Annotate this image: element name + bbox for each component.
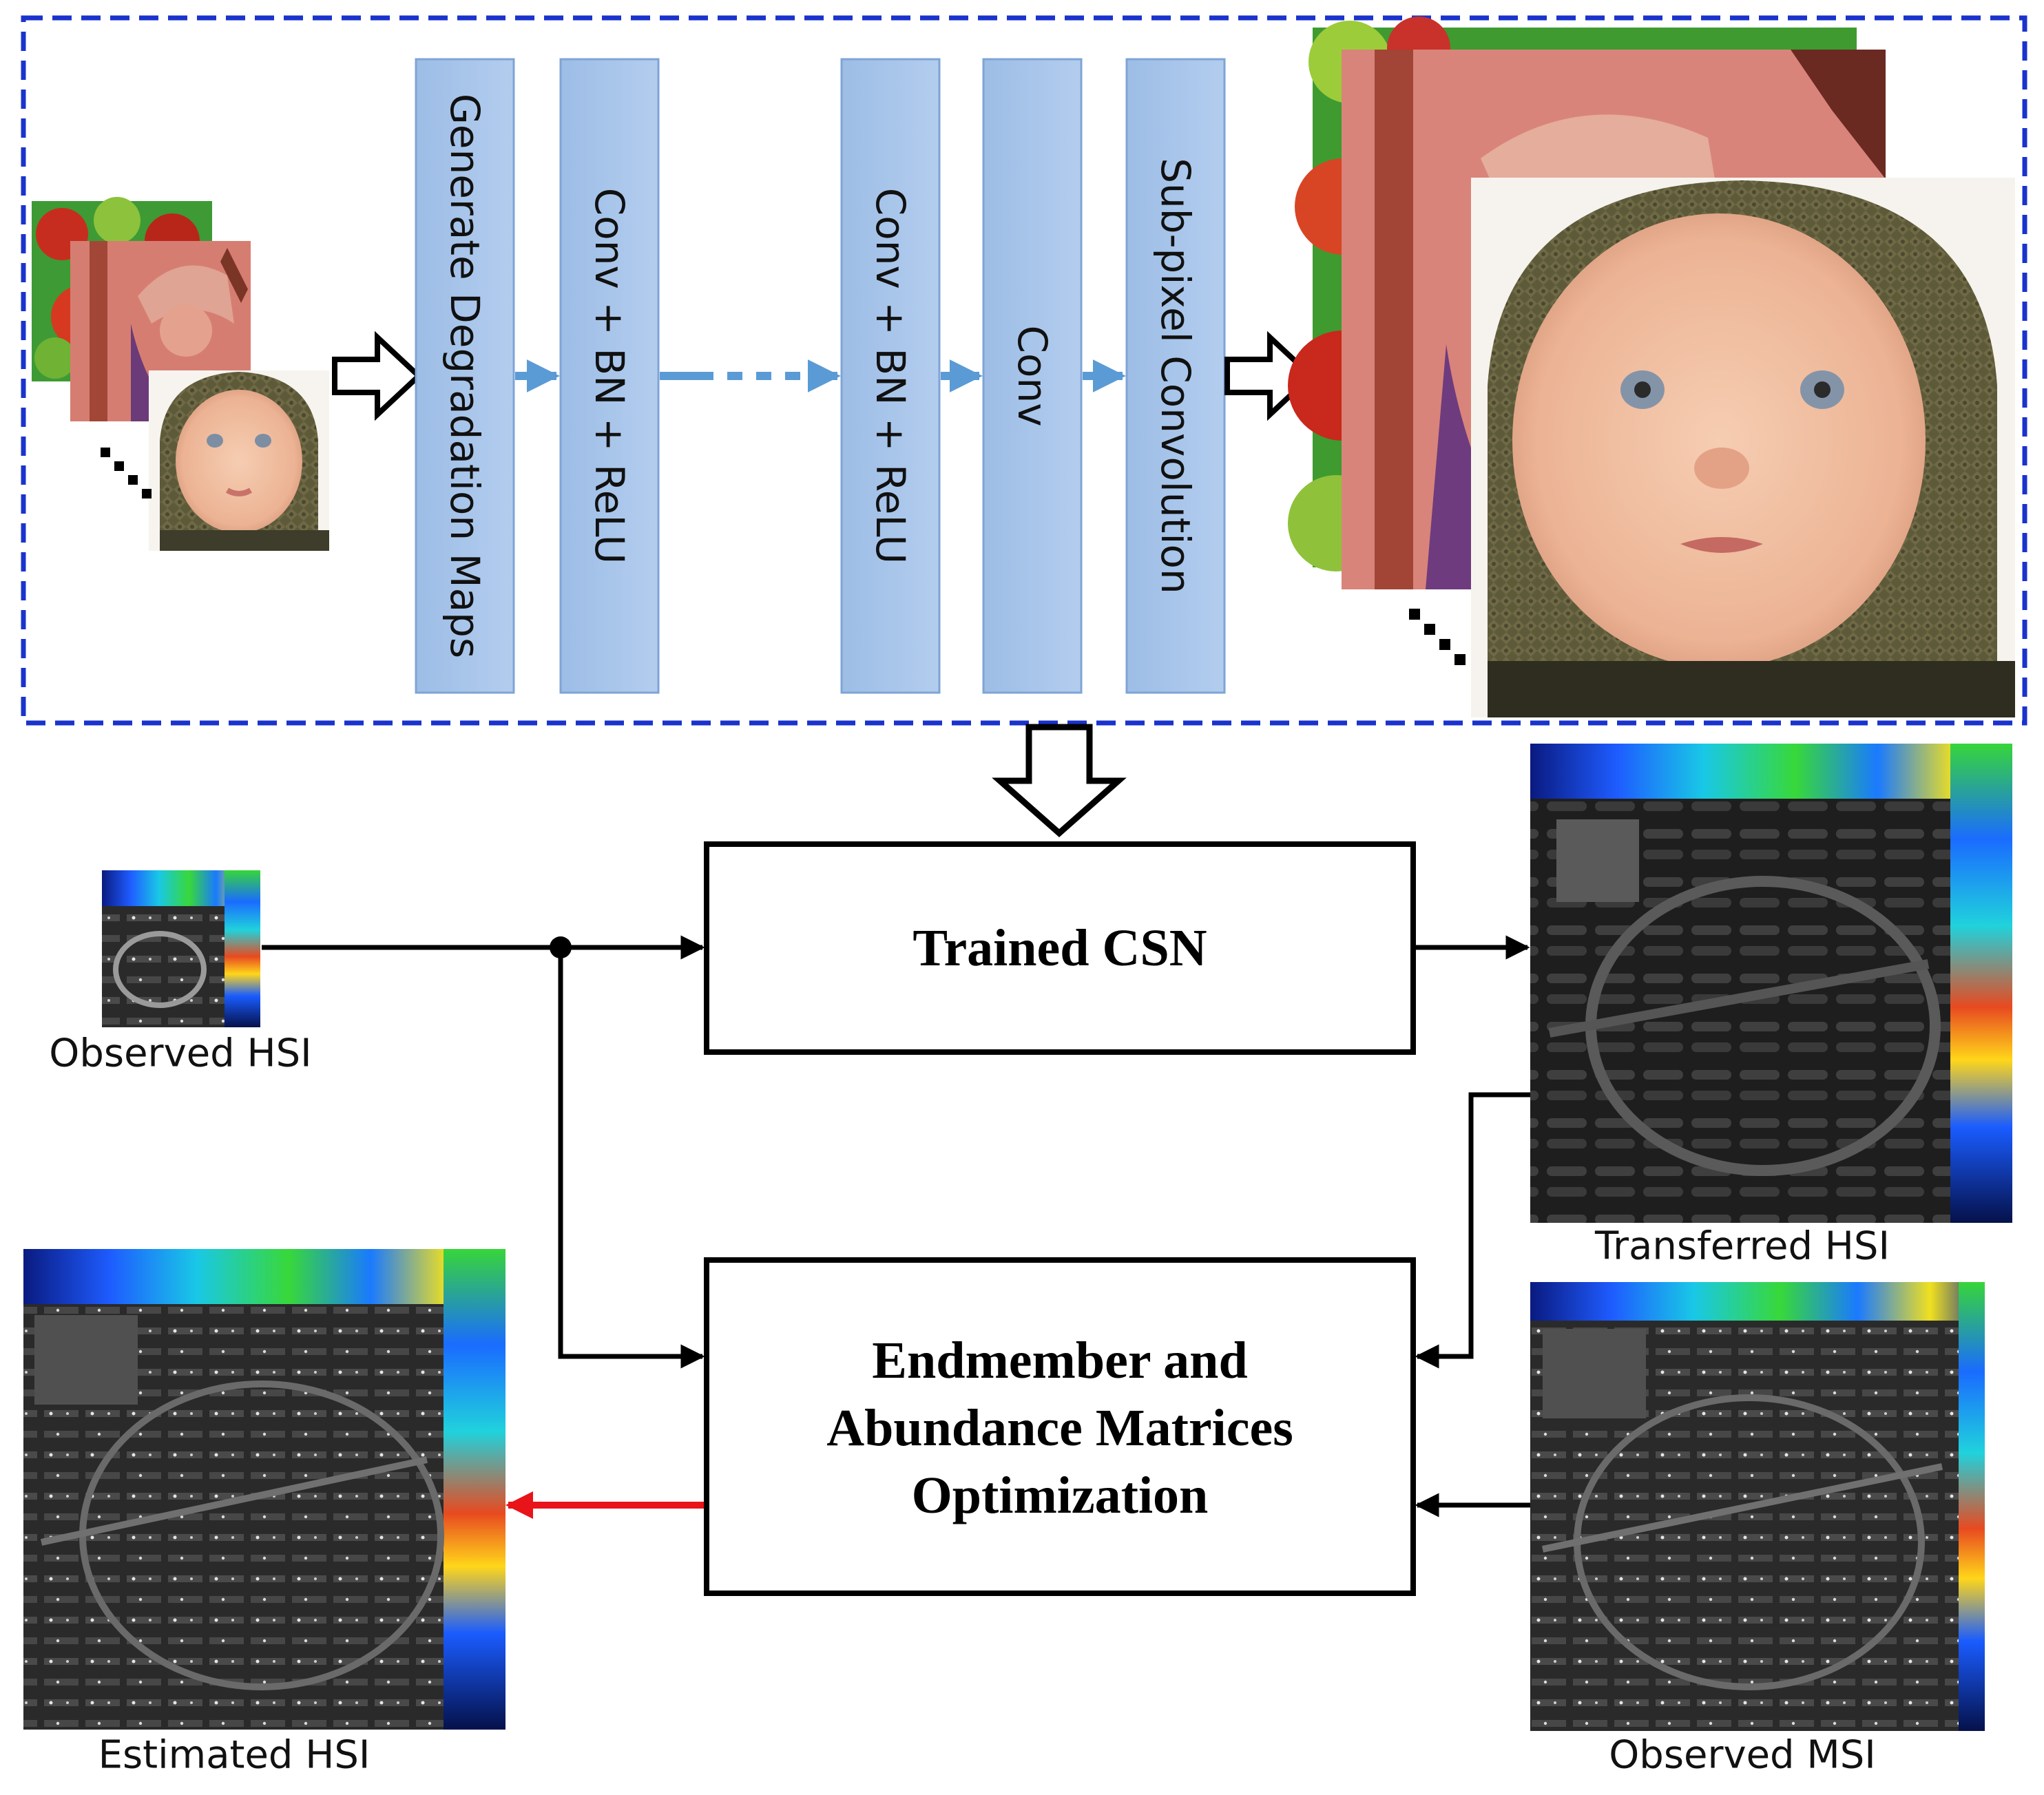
- layer-generate-degradation-maps: Generate Degradation Maps: [415, 58, 515, 694]
- layer-conv: Conv: [982, 58, 1083, 694]
- down-hollow-arrow: [992, 724, 1127, 838]
- layer-label: Conv + BN + ReLU: [586, 188, 633, 564]
- network-region-border: [21, 15, 2027, 726]
- estimated-hsi-cube: [23, 1249, 505, 1730]
- transferred-to-optimization-arrow: [1415, 1092, 1533, 1369]
- layer-label: Conv: [1009, 325, 1056, 426]
- output-image-stack: [1288, 17, 2015, 717]
- input-image-lena: [70, 241, 251, 421]
- trained-csn-box: Trained CSN: [704, 841, 1416, 1055]
- input-image-baby: [149, 370, 329, 551]
- hsi-to-optimization-arrow: [558, 947, 705, 1369]
- input-hollow-arrow: [332, 330, 423, 421]
- observed-hsi-label: Observed HSI: [49, 1031, 311, 1076]
- input-ellipsis-dots: [101, 448, 152, 498]
- output-ellipsis-dots: [1409, 609, 1466, 665]
- output-image-baby: [1471, 178, 2015, 717]
- observed-hsi-cube: [102, 870, 260, 1027]
- pipeline-connectors: [262, 935, 1533, 1518]
- optimization-label-line-1: Endmember and: [872, 1332, 1247, 1389]
- layer-sub-pixel-convolution: Sub-pixel Convolution: [1125, 58, 1226, 694]
- layer-conv-bn-relu-1: Conv + BN + ReLU: [559, 58, 660, 694]
- optimization-label-line-2: Abundance Matrices: [826, 1399, 1293, 1457]
- input-image-stack: [32, 197, 329, 551]
- transferred-hsi-label: Transferred HSI: [1594, 1224, 1890, 1269]
- trained-csn-label: Trained CSN: [912, 919, 1207, 977]
- observed-msi-cube: [1530, 1282, 1985, 1731]
- layer-label: Generate Degradation Maps: [441, 94, 488, 658]
- transferred-hsi-cube: [1530, 744, 2012, 1223]
- layer-label: Conv + BN + ReLU: [867, 188, 914, 564]
- observed-msi-label: Observed MSI: [1609, 1733, 1876, 1778]
- estimated-hsi-label: Estimated HSI: [98, 1733, 371, 1778]
- layer-label: Sub-pixel Convolution: [1152, 158, 1199, 594]
- layer-conv-bn-relu-2: Conv + BN + ReLU: [840, 58, 941, 694]
- optimization-label-line-3: Optimization: [912, 1467, 1209, 1524]
- optimization-box: Endmember and Abundance Matrices Optimiz…: [704, 1257, 1416, 1596]
